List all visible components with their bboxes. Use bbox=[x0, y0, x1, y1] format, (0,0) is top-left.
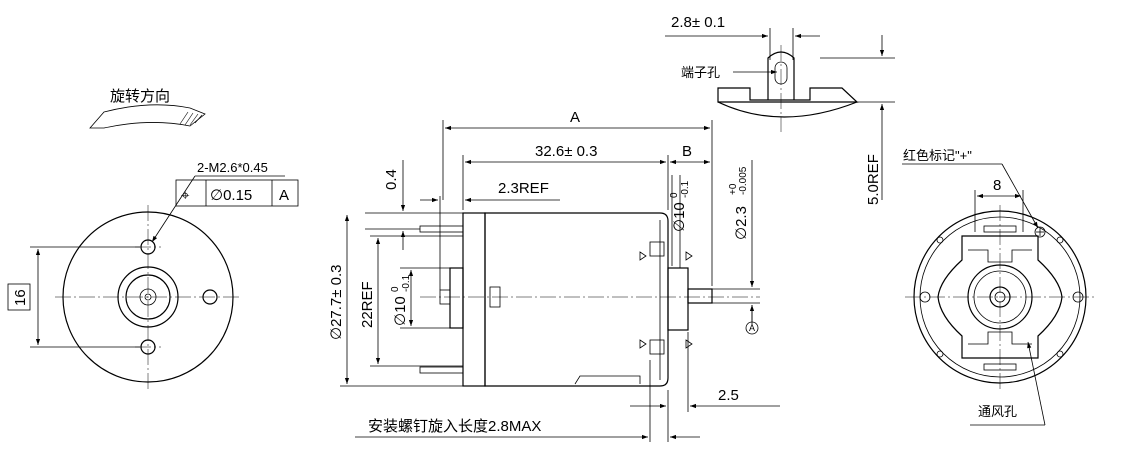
dim-bearing-gap: 0.4 bbox=[383, 169, 400, 190]
dim-slot-width: 2.8± 0.1 bbox=[671, 14, 725, 31]
dim-overall-length: A bbox=[570, 109, 580, 126]
vent-hole-label: 通风孔 bbox=[978, 404, 1017, 419]
dim-shaft-diameter-main: ∅2.3 bbox=[733, 206, 750, 240]
dim-boss-protrusion: 2.5 bbox=[718, 387, 739, 404]
terminal-detail: 2.8± 0.1 端子孔 5.0REF bbox=[665, 14, 895, 205]
screw-note: 安装螺钉旋入长度2.8MAX bbox=[368, 418, 541, 435]
position-symbol-icon: ⌖ bbox=[181, 187, 190, 204]
dim-ref-22: 22REF bbox=[359, 281, 376, 328]
rotation-arrow-icon bbox=[89, 104, 206, 129]
side-view: A 32.6± 0.3 B 2.3REF 0.4 ∅27.7± 0.3 22RE… bbox=[328, 109, 780, 442]
dim-shaft-diameter-lower: -0.005 bbox=[738, 166, 749, 195]
dim-shaft-length: B bbox=[682, 143, 692, 160]
dim-front-boss-lower: -0.1 bbox=[680, 180, 691, 198]
red-mark-label: 红色标记"+" bbox=[903, 148, 972, 163]
tolerance-frame: ⌖ ∅0.15 A bbox=[175, 179, 299, 207]
terminal-hole-label: 端子孔 bbox=[681, 65, 720, 80]
rotation-direction-label: 旋转方向 bbox=[110, 88, 170, 105]
dim-rear-boss-main: ∅10 bbox=[392, 296, 409, 326]
rear-view: 红色标记"+" 8 bbox=[902, 148, 1095, 426]
thread-label: 2-M2.6*0.45 bbox=[197, 160, 268, 175]
hole-spacing-dim: 16 bbox=[12, 289, 29, 306]
dim-front-boss-upper: 0 bbox=[669, 192, 680, 198]
dim-body-diameter: ∅27.7± 0.3 bbox=[328, 264, 345, 340]
dim-shaft-diameter-upper: +0 bbox=[728, 183, 739, 195]
tolerance-datum: A bbox=[279, 187, 289, 204]
dim-rear-boss-lower: -0.1 bbox=[401, 274, 412, 292]
dim-rear-boss-upper: 0 bbox=[390, 286, 401, 292]
front-view: 旋转方向 2-M2.6*0.45 ⌖ ∅0.15 A bbox=[7, 88, 299, 392]
dim-front-boss-main: ∅10 bbox=[671, 202, 688, 232]
dim-rear-shaft: 2.3REF bbox=[498, 180, 549, 197]
dim-terminal-spacing: 8 bbox=[993, 177, 1001, 194]
tolerance-value: ∅0.15 bbox=[210, 187, 252, 204]
dim-body-length: 32.6± 0.3 bbox=[535, 143, 597, 160]
dim-terminal-height: 5.0REF bbox=[865, 154, 882, 205]
datum-label: A bbox=[749, 323, 755, 333]
